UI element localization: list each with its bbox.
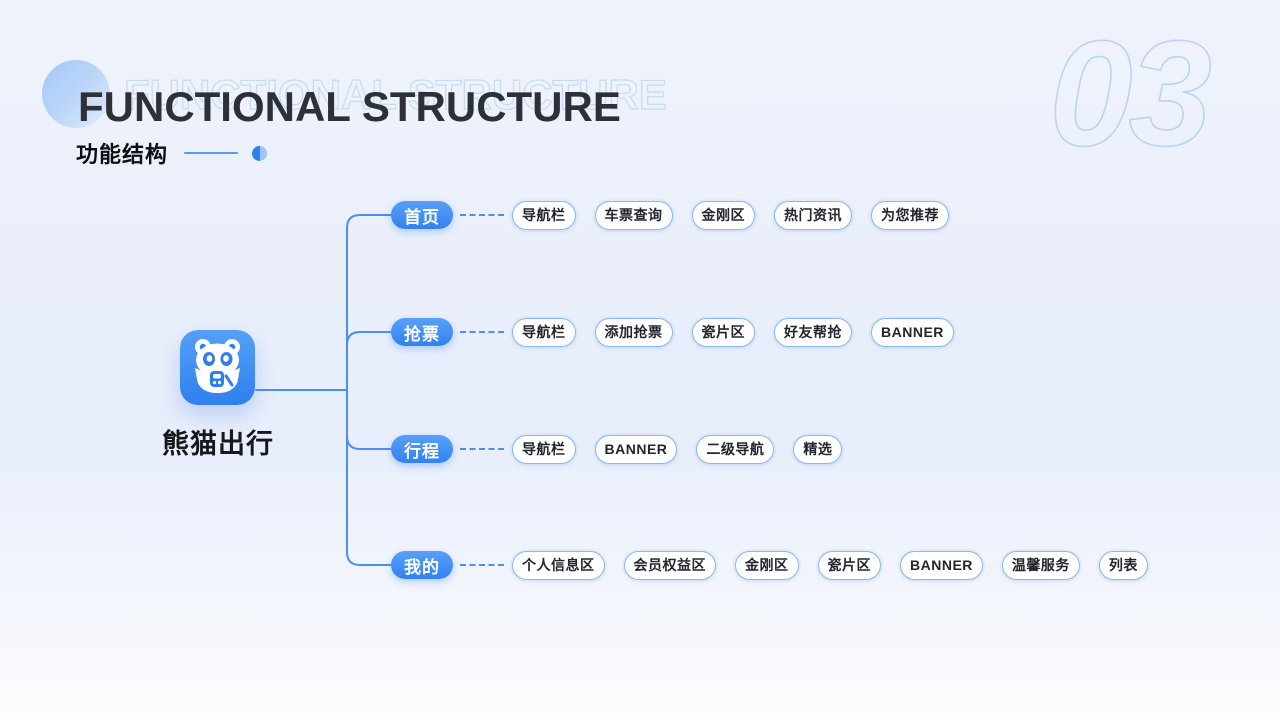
branch-pill: 行程 — [391, 435, 453, 463]
panda-train-app-icon — [180, 330, 255, 405]
child-node: 列表 — [1098, 550, 1148, 580]
app-name-label: 熊猫出行 — [162, 429, 274, 459]
branch-children: 导航栏 BANNER 二级导航精选 — [512, 434, 843, 464]
child-node: 导航栏 — [512, 200, 576, 230]
page-title: FUNCTIONAL STRUCTURE — [78, 83, 621, 130]
child-node: 会员权益区 — [623, 550, 716, 580]
slide-number: 03 — [1048, 9, 1212, 177]
child-node: 为您推荐 — [871, 200, 949, 230]
child-node: BANNER — [594, 434, 678, 464]
page-subtitle: 功能结构 — [76, 142, 169, 167]
child-node: 车票查询 — [594, 200, 673, 230]
child-node: 个人信息区 — [512, 550, 605, 580]
dashed-connector — [460, 331, 504, 333]
branch-children: 导航栏车票查询金刚区热门资讯为您推荐 — [512, 200, 949, 230]
branch-row: 行程 导航栏 BANNER 二级导航精选 — [391, 434, 843, 464]
child-node: 瓷片区 — [691, 317, 755, 347]
child-node: 好友帮抢 — [774, 317, 852, 347]
branch-pill: 首页 — [391, 201, 453, 229]
child-node: 金刚区 — [735, 550, 799, 580]
child-node: 瓷片区 — [817, 550, 881, 580]
child-node: BANNER — [900, 550, 983, 580]
circle-decoration — [42, 60, 110, 128]
branch-row: 抢票 导航栏添加抢票瓷片区好友帮抢 BANNER — [391, 317, 954, 347]
page-title-ghost: FUNCTIONAL STRUCTURE — [123, 71, 667, 119]
child-node: BANNER — [871, 317, 954, 347]
dashed-connector — [460, 214, 504, 216]
child-node: 导航栏 — [512, 317, 576, 347]
child-node: 导航栏 — [512, 434, 576, 464]
branch-pill: 我的 — [391, 551, 453, 579]
child-node: 精选 — [793, 434, 843, 464]
child-node: 温馨服务 — [1001, 550, 1080, 580]
dashed-connector — [460, 564, 504, 566]
subtitle-block: 功能结构 — [76, 137, 268, 169]
branch-children: 个人信息区会员权益区金刚区瓷片区 BANNER 温馨服务列表 — [512, 550, 1148, 580]
child-node: 二级导航 — [696, 434, 775, 464]
branch-row: 我的 个人信息区会员权益区金刚区瓷片区 BANNER 温馨服务列表 — [391, 550, 1148, 580]
branch-pill: 抢票 — [391, 318, 453, 346]
branch-children: 导航栏添加抢票瓷片区好友帮抢 BANNER — [512, 317, 954, 347]
dashed-connector — [460, 448, 504, 450]
child-node: 金刚区 — [691, 200, 755, 230]
branch-row: 首页 导航栏车票查询金刚区热门资讯为您推荐 — [391, 200, 949, 230]
child-node: 添加抢票 — [594, 317, 673, 347]
child-node: 热门资讯 — [774, 200, 852, 230]
subtitle-dot-icon — [252, 145, 268, 161]
subtitle-divider-line — [184, 152, 239, 154]
